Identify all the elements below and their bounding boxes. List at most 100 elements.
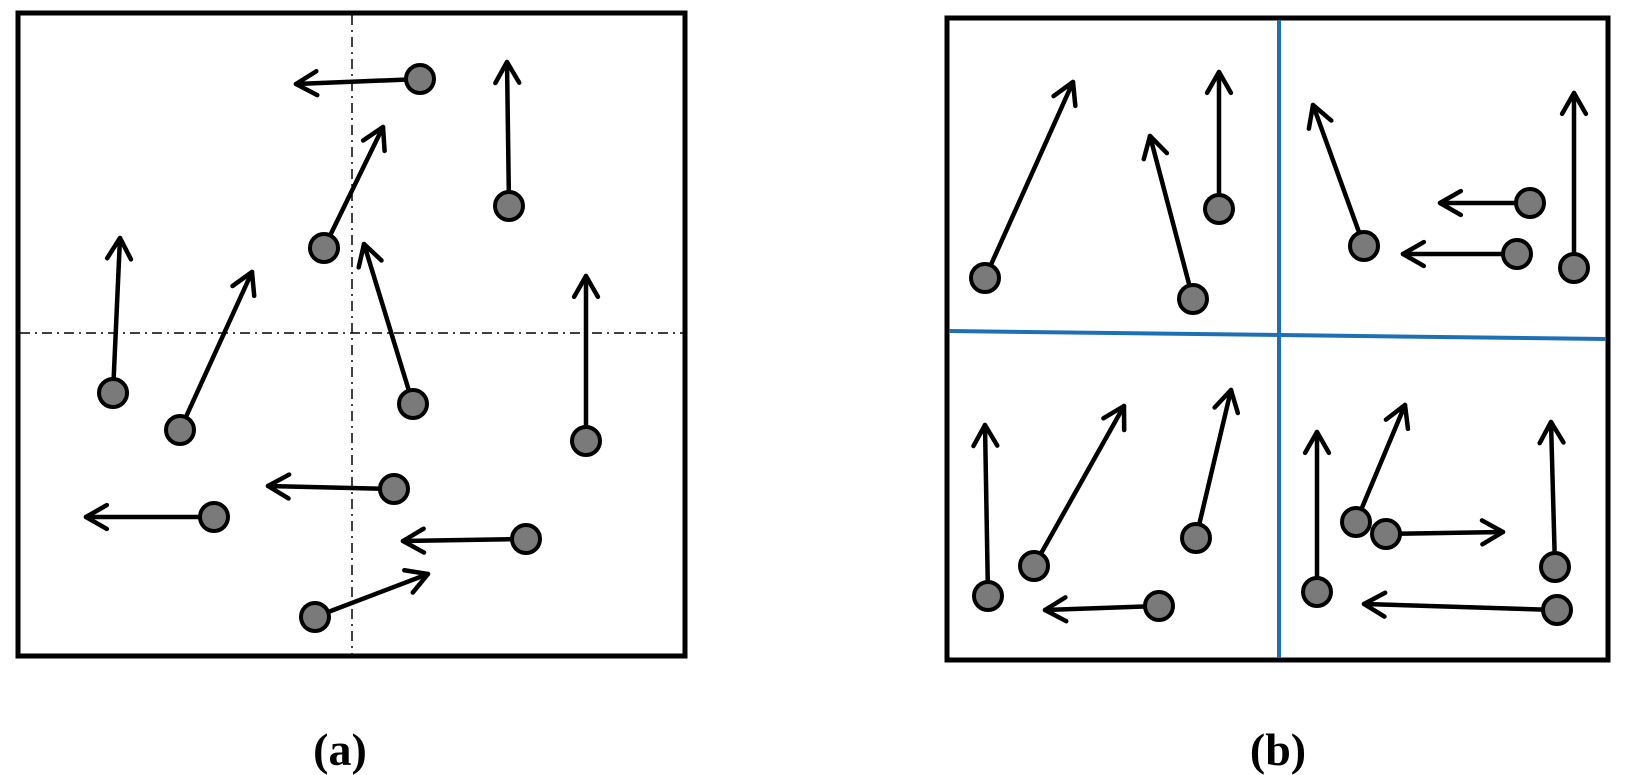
- panel-a-frame: [15, 10, 688, 659]
- particle-icon: [1340, 506, 1372, 538]
- arrowhead-icon: [356, 241, 384, 270]
- arrowhead-icon: [230, 269, 257, 299]
- panel-b-particle-4: [1306, 102, 1380, 262]
- panel-b-particle-8: [971, 422, 1004, 612]
- arrowhead-icon: [1479, 518, 1506, 547]
- particle-icon: [1539, 551, 1571, 583]
- arrowhead-icon: [1042, 595, 1069, 624]
- particle-icon: [1348, 230, 1380, 262]
- arrowhead-icon: [1361, 590, 1388, 619]
- particle-icon: [1558, 252, 1590, 284]
- arrowhead-icon: [1537, 419, 1566, 446]
- particle-icon: [164, 414, 196, 446]
- panel-a-particle-1: [293, 63, 436, 98]
- particle-icon: [1203, 193, 1235, 225]
- arrowhead-icon: [83, 502, 110, 532]
- velocity-arrow-shaft: [321, 124, 386, 251]
- panel-b-particle-16: [1361, 590, 1573, 626]
- arrowhead-icon: [1306, 102, 1334, 131]
- panel-a-particles: [83, 59, 602, 633]
- velocity-arrow-shaft: [265, 483, 397, 492]
- panel-b-particle-1: [969, 79, 1078, 294]
- particle-icon: [969, 262, 1001, 294]
- particle-icon: [97, 377, 129, 409]
- particle-icon: [972, 580, 1004, 612]
- panel-b-particle-6: [1400, 238, 1533, 270]
- arrowhead-icon: [360, 124, 387, 154]
- velocity-arrow-shaft: [400, 536, 529, 544]
- panel-b-particle-11: [1301, 429, 1333, 608]
- velocity-arrow-shaft: [1383, 529, 1506, 537]
- velocity-arrow-shaft: [504, 59, 512, 209]
- velocity-arrow-shaft: [1361, 601, 1560, 613]
- panel-b-particle-10: [1180, 387, 1241, 554]
- arrowhead-icon: [971, 422, 1000, 449]
- panel-b-particle-15: [1042, 590, 1175, 624]
- particle-icon: [299, 601, 331, 633]
- panel-a-particle-9: [265, 472, 410, 505]
- panel-a-particle-8: [83, 501, 230, 533]
- arrowhead-icon: [1383, 402, 1411, 432]
- panel-b-particle-7: [1558, 90, 1590, 284]
- arrowhead-icon: [1101, 403, 1127, 433]
- panel-a-particle-7: [570, 273, 602, 457]
- panel-b-caption: (b): [1250, 724, 1306, 775]
- panel-a-particle-11: [299, 568, 431, 633]
- particle-icon: [510, 523, 542, 555]
- particle-icon: [1018, 550, 1050, 582]
- arrowhead-icon: [400, 526, 427, 555]
- particle-icon: [493, 190, 525, 222]
- velocity-arrow-shaft: [1031, 403, 1127, 569]
- arrowhead-icon: [1204, 69, 1234, 96]
- particle-icon: [1514, 187, 1546, 219]
- particle-icon: [1143, 590, 1175, 622]
- panel-b: [944, 15, 1611, 663]
- velocity-arrow-shaft: [1310, 102, 1367, 249]
- panel-a-particle-5: [164, 269, 257, 446]
- velocity-arrow-shaft: [177, 269, 255, 433]
- panel-b-particle-2: [1203, 69, 1235, 225]
- panel-b-particle-14: [1370, 518, 1506, 550]
- arrowhead-icon: [1400, 239, 1427, 269]
- velocity-arrow-shaft: [293, 76, 423, 87]
- arrowhead-icon: [265, 472, 292, 501]
- particle-icon: [404, 63, 436, 95]
- panel-b-particle-12: [1340, 402, 1411, 538]
- arrowhead-icon: [1559, 90, 1589, 117]
- arrowhead-icon: [1302, 429, 1332, 456]
- arrowhead-icon: [1212, 387, 1241, 416]
- particle-icon: [198, 501, 230, 533]
- velocity-arrow-shaft: [982, 79, 1076, 281]
- velocity-arrow-shaft: [361, 241, 416, 407]
- velocity-arrow-shaft: [1193, 387, 1234, 541]
- particle-icon: [1541, 594, 1573, 626]
- particle-icon: [1180, 522, 1212, 554]
- panel-b-particle-13: [1537, 419, 1571, 583]
- particle-icon: [1370, 518, 1402, 550]
- velocity-arrow-shaft: [110, 235, 123, 396]
- particle-icon: [308, 232, 340, 264]
- velocity-arrow-shaft: [1548, 419, 1558, 570]
- arrowhead-icon: [1141, 133, 1170, 162]
- panel-a-particle-6: [356, 241, 429, 420]
- panel-b-particle-5: [1437, 187, 1546, 219]
- velocity-arrow-shaft: [1042, 603, 1162, 613]
- panel-b-particles: [969, 69, 1590, 626]
- velocity-arrow-shaft: [982, 422, 991, 599]
- particle-icon: [1177, 283, 1209, 315]
- velocity-arrow-shaft: [1353, 402, 1408, 525]
- panel-a-caption: (a): [313, 724, 367, 775]
- particle-icon: [1501, 238, 1533, 270]
- arrowhead-icon: [493, 59, 522, 86]
- panel-b-particle-3: [1141, 133, 1209, 315]
- arrowhead-icon: [104, 235, 134, 262]
- arrowhead-icon: [1437, 188, 1464, 218]
- panel-a-particle-3: [308, 124, 387, 264]
- velocity-arrow-shaft: [1147, 133, 1196, 302]
- panel-b-horizontal-divider: [948, 329, 1607, 341]
- panel-b-particle-9: [1018, 403, 1127, 582]
- particle-icon: [570, 425, 602, 457]
- velocity-arrow-shaft: [312, 571, 431, 620]
- panel-a-particle-4: [97, 235, 134, 409]
